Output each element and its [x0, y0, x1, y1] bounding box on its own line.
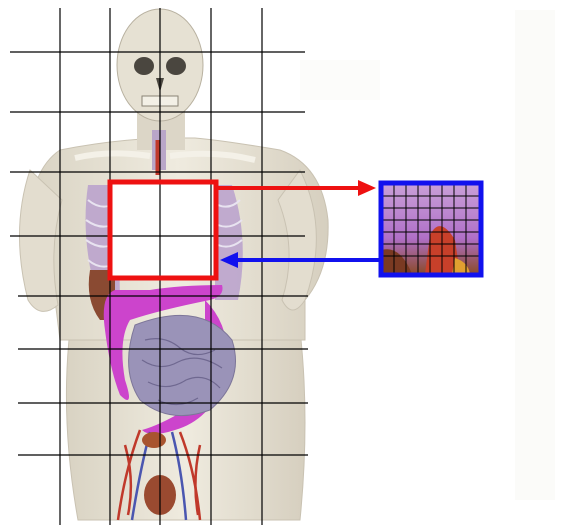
left-eye-socket: [134, 57, 154, 75]
zoomed-patch: [382, 184, 480, 274]
small-intestine: [129, 315, 236, 415]
pelvic-organ: [142, 432, 166, 448]
extracted-region-blank: [110, 182, 216, 278]
right-eye-socket: [166, 57, 186, 75]
